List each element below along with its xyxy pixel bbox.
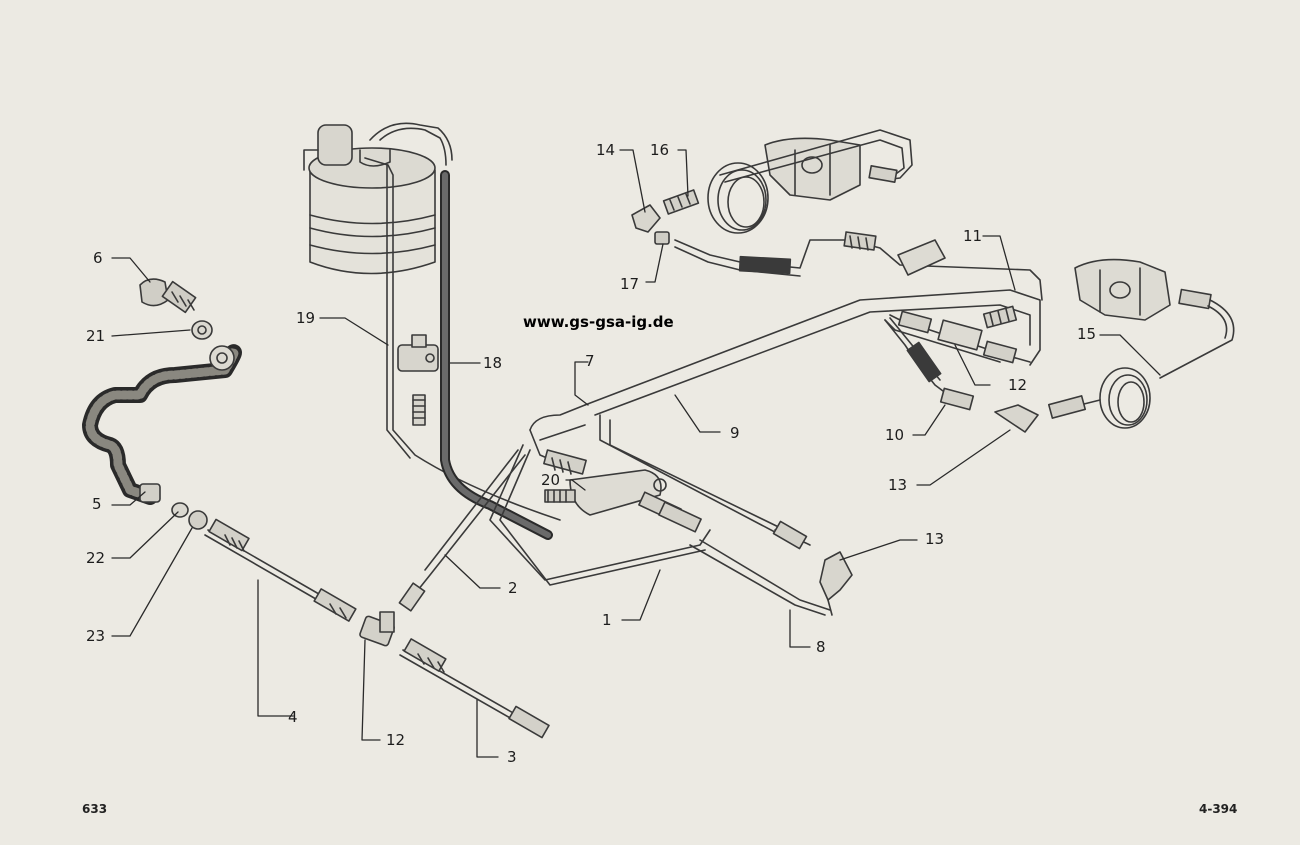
- flexible-hose-5: [82, 344, 242, 505]
- line-2: [409, 449, 526, 601]
- line-8: [599, 414, 796, 541]
- leader-lines: [111, 149, 1161, 758]
- line-7: [584, 289, 1041, 406]
- callout-22: 22: [86, 549, 106, 567]
- caliper-front: [764, 137, 861, 201]
- fluid-reservoir: [303, 122, 453, 275]
- page-number: 633: [82, 802, 108, 816]
- callout-5: 5: [92, 495, 102, 513]
- callout-14: 14: [596, 141, 616, 159]
- reference-code: 4-394: [1199, 802, 1238, 816]
- callout-15: 15: [1077, 325, 1097, 343]
- callout-10: 10: [885, 426, 905, 444]
- callout-12-upper: 12: [1008, 376, 1028, 394]
- website-url[interactable]: www.gs-gsa-ig.de: [523, 313, 674, 331]
- callout-12-lower: 12: [386, 731, 406, 749]
- callout-21: 21: [86, 327, 106, 345]
- line-9: [529, 404, 586, 441]
- callout-3: 3: [507, 748, 517, 766]
- callout-17: 17: [620, 275, 640, 293]
- tee-12-lower: [359, 611, 395, 647]
- callout-23: 23: [86, 627, 106, 645]
- callout-9: 9: [730, 424, 740, 442]
- line-4: [204, 518, 357, 622]
- callout-8: 8: [816, 638, 826, 656]
- union-12-upper: [937, 319, 983, 351]
- fitting-13-lower: [819, 551, 853, 616]
- nut-17: [654, 231, 670, 245]
- tee-connector: [397, 334, 439, 426]
- line-3: [399, 638, 550, 739]
- callout-1: 1: [602, 611, 612, 629]
- master-cylinder: [544, 469, 667, 516]
- callout-19: 19: [296, 309, 316, 327]
- callout-11: 11: [963, 227, 983, 245]
- coil-16: [707, 129, 913, 234]
- banjo-bolt-6: [139, 278, 197, 314]
- callout-20: 20: [541, 471, 561, 489]
- line-1: [489, 444, 711, 581]
- caliper-rear: [1074, 258, 1171, 321]
- callout-2: 2: [508, 579, 518, 597]
- nut-23: [188, 510, 208, 530]
- coil-15: [1099, 367, 1151, 429]
- washer-21: [191, 320, 213, 340]
- callout-13-upper: 13: [888, 476, 908, 494]
- callout-4: 4: [288, 708, 298, 726]
- callout-13-lower: 13: [925, 530, 945, 548]
- callout-6: 6: [93, 249, 103, 267]
- line-19-inner: [386, 164, 411, 459]
- elbow-14: [631, 204, 661, 233]
- callout-16: 16: [650, 141, 670, 159]
- elbow-13-upper: [994, 404, 1039, 433]
- callout-18: 18: [483, 354, 503, 372]
- callout-7: 7: [585, 352, 595, 370]
